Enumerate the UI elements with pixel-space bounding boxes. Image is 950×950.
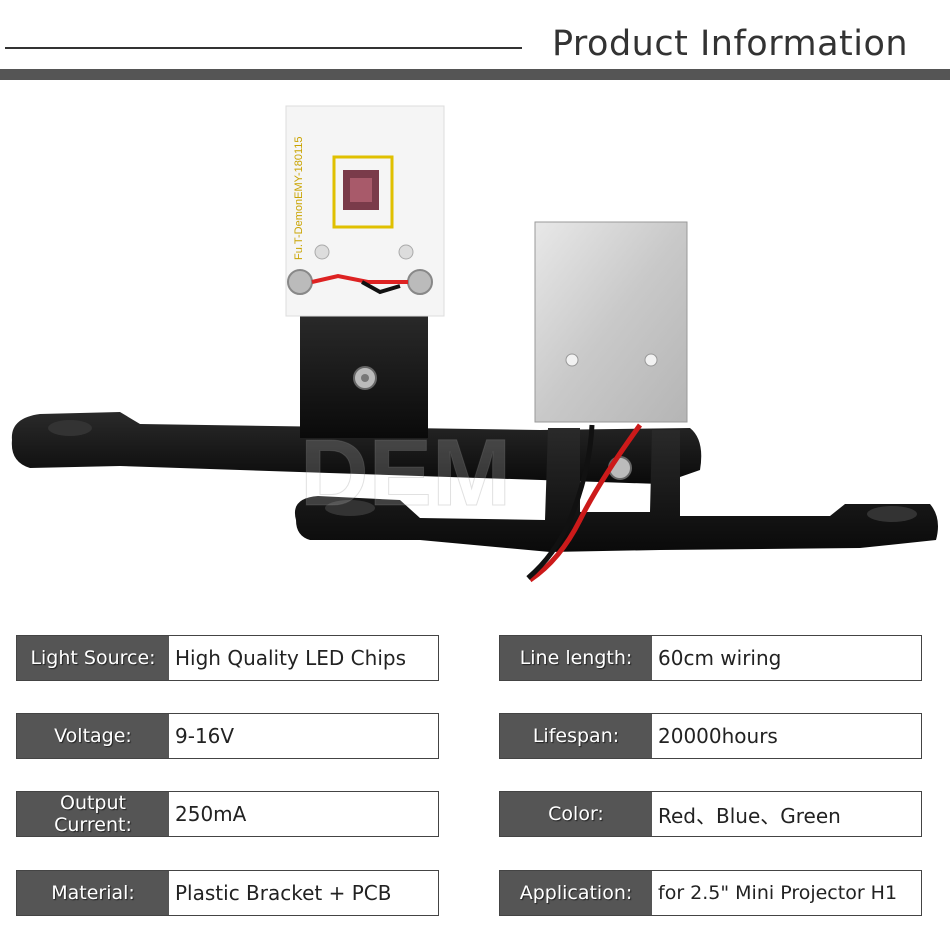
led-pcb-board: Fu.T-DemonEMY-180115 (285, 105, 445, 317)
spec-row-lifespan: Lifespan: 20000hours (499, 713, 922, 759)
spec-row-line-length: Line length: 60cm wiring (499, 635, 922, 681)
spec-value: High Quality LED Chips (175, 646, 406, 670)
page-title: Product Information (551, 24, 909, 64)
pcb-marking-text: Fu.T-DemonEMY-180115 (293, 136, 305, 260)
spec-value: Red、Blue、Green (658, 803, 841, 828)
spec-value: 60cm wiring (658, 646, 782, 670)
spec-row-output-current: Output Current: 250mA (16, 791, 439, 837)
product-photo: Fu.T-DemonEMY-180115 DEM (0, 82, 950, 602)
front-bracket (294, 428, 938, 552)
spec-value: 9-16V (175, 724, 235, 748)
spec-value: 20000hours (658, 724, 778, 748)
spec-row-application: Application: for 2.5" Mini Projector H1 (499, 870, 922, 916)
spec-row-voltage: Voltage: 9-16V (16, 713, 439, 759)
header-line-thin (5, 47, 522, 49)
spec-label: Application: (500, 871, 652, 915)
watermark-text: DEM (300, 420, 511, 526)
spec-label: Voltage: (17, 714, 169, 758)
spec-value: for 2.5" Mini Projector H1 (658, 882, 898, 904)
spec-label: Line length: (500, 636, 652, 680)
aluminum-plate (534, 221, 688, 423)
spec-row-light-source: Light Source: High Quality LED Chips (16, 635, 439, 681)
back-bracket (11, 312, 702, 484)
spec-label: Lifespan: (500, 714, 652, 758)
spec-label: Color: (500, 792, 652, 836)
header-line-thick (0, 69, 950, 80)
spec-label: Material: (17, 871, 169, 915)
spec-label: Output Current: (17, 792, 169, 836)
spec-row-material: Material: Plastic Bracket + PCB (16, 870, 439, 916)
spec-value: 250mA (175, 802, 247, 826)
spec-row-color: Color: Red、Blue、Green (499, 791, 922, 837)
spec-label: Light Source: (17, 636, 169, 680)
spec-value: Plastic Bracket + PCB (175, 881, 392, 905)
wiring (526, 423, 643, 583)
